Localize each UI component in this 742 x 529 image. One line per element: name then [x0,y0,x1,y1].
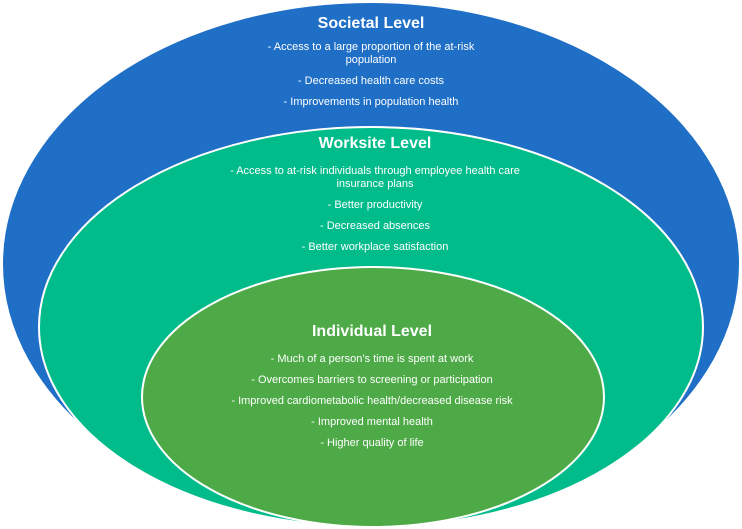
societal-item: - Decreased health care costs [297,75,445,87]
worksite-level-title: Worksite Level [318,135,432,152]
individual-item: - Improved cardiometabolic health/decrea… [231,395,513,407]
individual-level-ellipse [141,266,605,528]
individual-item: - Much of a person’s time is spent at wo… [270,353,474,365]
individual-item: - Overcomes barriers to screening or par… [251,374,493,386]
societal-level-text: Societal Level - Access to a large propo… [245,15,497,117]
individual-level-title: Individual Level [311,323,433,340]
individual-level-text: Individual Level - Much of a person’s ti… [222,323,522,458]
individual-item: - Improved mental health [311,416,433,428]
worksite-item: - Better productivity [327,199,423,211]
worksite-item: - Access to at-risk individuals through … [230,165,520,190]
worksite-item: - Better workplace satisfaction [301,241,449,253]
societal-item: - Access to a large proportion of the at… [267,41,475,66]
societal-item: - Improvements in population health [283,96,459,108]
worksite-item: - Decreased absences [319,220,431,232]
individual-item: - Higher quality of life [320,437,424,449]
societal-level-title: Societal Level [317,15,425,32]
worksite-level-text: Worksite Level - Access to at-risk indiv… [230,135,520,262]
